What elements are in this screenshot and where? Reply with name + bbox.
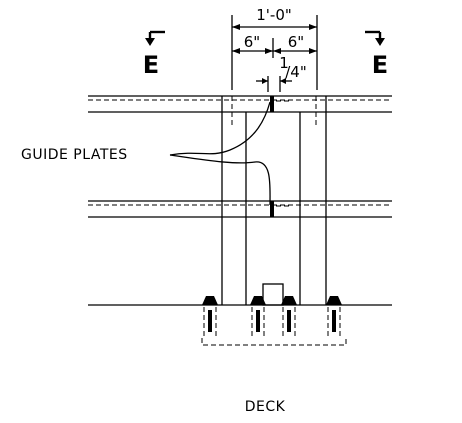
center-block xyxy=(262,283,284,306)
guide-plate-upper xyxy=(270,96,290,112)
section-arrow-right xyxy=(365,30,385,46)
anchor-bolt-1 xyxy=(202,296,218,338)
guide-plate-lower xyxy=(270,201,290,217)
embedded-base-outline xyxy=(201,338,347,346)
section-letter-left: E xyxy=(143,51,159,79)
guide-plates-leader xyxy=(169,101,271,206)
deck-label: DECK xyxy=(245,399,286,415)
dim-overall-width: 1'-0" xyxy=(256,6,292,24)
section-letter-right: E xyxy=(372,51,388,79)
dim-gap-whole: 1 xyxy=(279,54,289,72)
guide-plates-label: GUIDE PLATES xyxy=(21,147,128,163)
upper-beam xyxy=(88,95,392,113)
dimension-lines xyxy=(231,15,318,92)
vertical-posts xyxy=(221,96,327,305)
section-arrow-left xyxy=(145,30,165,46)
lower-beam xyxy=(88,200,392,218)
dim-right-half: 6" xyxy=(288,33,304,51)
anchor-bolt-2 xyxy=(250,296,266,338)
anchor-bolt-3 xyxy=(281,296,297,338)
anchor-bolt-4 xyxy=(326,296,342,338)
dim-left-half: 6" xyxy=(244,33,260,51)
dim-gap-fraction: /4" xyxy=(285,63,307,81)
